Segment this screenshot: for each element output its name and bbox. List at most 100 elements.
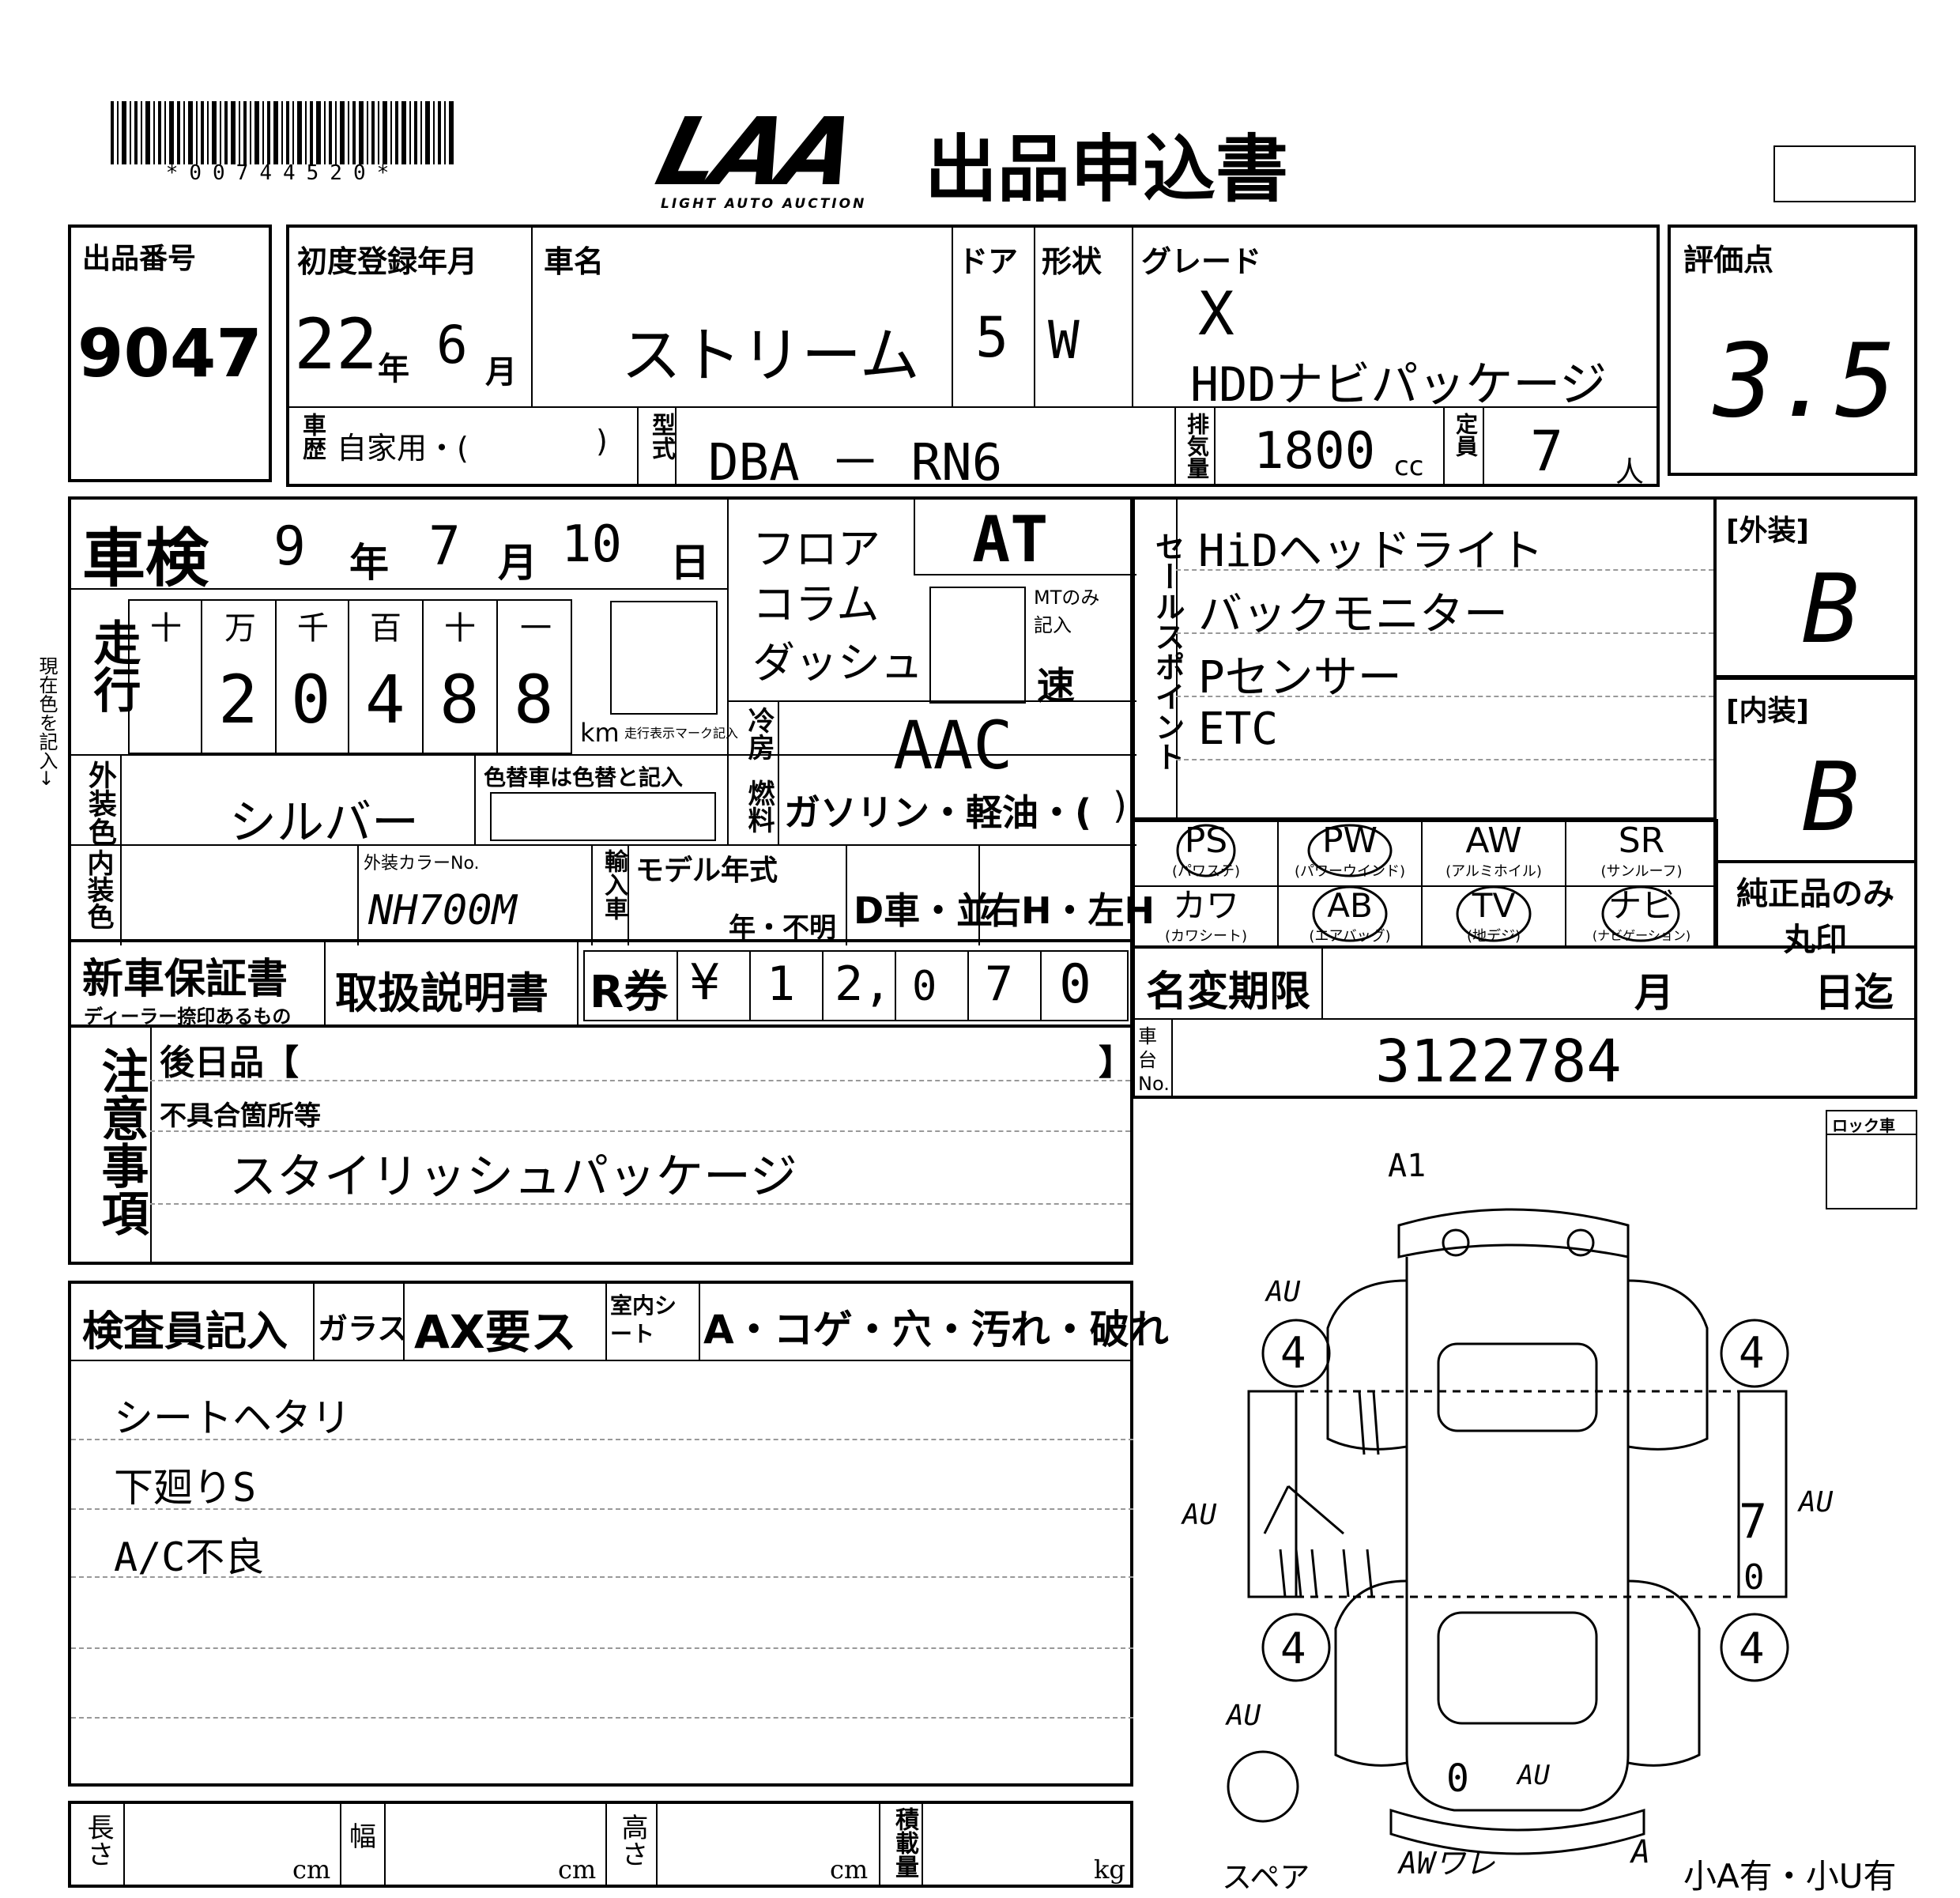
ext-grade-value: B bbox=[1802, 555, 1860, 665]
mileage-unit-0: 十 bbox=[150, 610, 182, 647]
diagram-mark-wr: AWワレ bbox=[1399, 1846, 1495, 1881]
history-value: 自家用・( bbox=[337, 431, 469, 466]
interior-seat-label: 室内シート bbox=[610, 1292, 677, 1347]
equipment-circle-marks bbox=[1176, 824, 1680, 942]
current-color-note: 現在色を記入→ bbox=[36, 656, 58, 787]
name-change-box: 名変期限 月 日迄 車台No. 3122784 bbox=[1132, 945, 1917, 1099]
equip-ps[interactable]: PS (パワステ) bbox=[1171, 821, 1241, 881]
car-name-value: ストリーム bbox=[621, 320, 920, 391]
inspection-year-unit: 年 bbox=[349, 540, 389, 586]
dim-load-label: 積載量 bbox=[891, 1807, 918, 1878]
docs-box: 新車保証書 ディーラー捺印あるもの 取扱説明書 R券 ¥ 1 2, 0 7 0 bbox=[68, 939, 1133, 1028]
inspection-day: 10 bbox=[561, 515, 623, 574]
sales-point-1: HiDヘッドライト bbox=[1198, 526, 1544, 577]
name-change-label: 名変期限 bbox=[1146, 968, 1311, 1016]
notes-label: 注意事項 bbox=[93, 1047, 149, 1236]
mileage-label: 走行 bbox=[85, 618, 141, 713]
warranty-sub: ディーラー捺印あるもの bbox=[84, 1006, 292, 1028]
diagram-mark-au-right: AU bbox=[1799, 1486, 1834, 1519]
mileage-digit-1: 2 bbox=[218, 661, 258, 738]
lock-box: ロック車 bbox=[1826, 1110, 1917, 1209]
diagram-mark-au-fl: AU bbox=[1266, 1276, 1301, 1308]
mileage-digit-2: 0 bbox=[291, 661, 331, 738]
shape-value: W bbox=[1048, 310, 1080, 371]
displacement-value: 1800 bbox=[1253, 422, 1376, 481]
equip-leather[interactable]: カワ (カワシート) bbox=[1164, 886, 1248, 945]
recycle-label: R券 bbox=[590, 967, 669, 1018]
capacity-label: 定員 bbox=[1453, 413, 1479, 457]
fuel-value: ガソリン・軽油・( bbox=[784, 791, 1092, 834]
shift-type: AT bbox=[972, 503, 1049, 576]
genuine-line2: 丸印 bbox=[1784, 922, 1847, 958]
inspector-box: 検査員記入 ガラス AX要ス 室内シート A・コゲ・穴・汚れ・破れ シートヘタリ… bbox=[68, 1281, 1169, 1787]
inspector-label: 検査員記入 bbox=[82, 1308, 288, 1356]
recycle-grid bbox=[583, 950, 1129, 1021]
lot-number-box: 出品番号 9047 bbox=[68, 225, 272, 482]
diagram-mark-wheel-rr: 4 bbox=[1739, 1624, 1765, 1673]
history-close: ) bbox=[596, 424, 608, 458]
later-items-label: 後日品【 bbox=[160, 1043, 299, 1083]
first-reg-month-unit: 月 bbox=[485, 354, 517, 391]
spare-label: スペア bbox=[1222, 1860, 1310, 1895]
first-reg-label: 初度登録年月 bbox=[297, 244, 478, 279]
equip-tv[interactable]: TV (地デジ) bbox=[1466, 886, 1521, 945]
history-label: 車歴 bbox=[298, 413, 326, 460]
sales-point-box: セールスポイント HiDヘッドライト バックモニター Pセンサー ETC bbox=[1132, 496, 1717, 821]
mileage-digit-5: 8 bbox=[514, 661, 554, 738]
diagram-mark-7: 7 bbox=[1739, 1494, 1768, 1549]
inspection-day-unit: 日 bbox=[670, 540, 710, 586]
score-label: 評価点 bbox=[1683, 243, 1774, 277]
equip-sr[interactable]: SR (サンルーフ) bbox=[1600, 821, 1683, 881]
name-change-day: 日迄 bbox=[1815, 970, 1894, 1016]
notes-box: 注意事項 後日品【 】 不具合箇所等 スタイリッシュパッケージ bbox=[68, 1024, 1133, 1265]
displacement-label: 排気量 bbox=[1184, 413, 1210, 479]
mt-box bbox=[929, 587, 1026, 704]
sales-point-3: Pセンサー bbox=[1198, 652, 1402, 704]
form-title: 出品申込書 bbox=[925, 127, 1289, 212]
sales-point-2: バックモニター bbox=[1198, 589, 1508, 640]
color-no-label: 外装カラーNo. bbox=[364, 854, 480, 874]
mileage-unit-5: 一 bbox=[520, 610, 552, 647]
diagram-mark-wheel-fr: 4 bbox=[1739, 1328, 1765, 1378]
diagram-mark-wheel-fl: 4 bbox=[1280, 1328, 1306, 1378]
mileage-digit-3: 4 bbox=[365, 661, 405, 738]
capacity-unit: 人 bbox=[1615, 456, 1645, 489]
mt-note: MTのみ記入 bbox=[1034, 587, 1100, 636]
warranty-label: 新車保証書 bbox=[82, 956, 288, 1003]
diagram-mark-au-rear-left: AU bbox=[1227, 1700, 1261, 1732]
equip-ab[interactable]: AB (エアバッグ) bbox=[1309, 886, 1391, 945]
recycle-digit-4: 0 bbox=[1059, 953, 1091, 1016]
defect-label: 不具合箇所等 bbox=[160, 1100, 321, 1132]
dim-length-unit: cm bbox=[292, 1855, 331, 1885]
mileage-units: 十 万 千 百 十 一 2 0 4 8 8 bbox=[128, 599, 572, 754]
sales-point-4: ETC bbox=[1198, 704, 1279, 755]
recycle-digit-3: 7 bbox=[985, 957, 1014, 1012]
mileage-unit-1: 万 bbox=[224, 610, 256, 647]
interior-seat-value: A・コゲ・穴・汚れ・破れ bbox=[703, 1307, 1169, 1353]
equip-aw[interactable]: AW (アルミホイル) bbox=[1446, 821, 1542, 881]
recycle-digit-2: 0 bbox=[912, 963, 937, 1010]
diagram-mark-wheel-rl: 4 bbox=[1280, 1624, 1306, 1673]
inspector-line-3: A/C不良 bbox=[114, 1534, 265, 1580]
model-year-suffix: 年・不明 bbox=[729, 912, 836, 944]
shift-floor: フロア bbox=[752, 524, 880, 574]
handle-option: 右H・左H bbox=[985, 889, 1155, 932]
model-value: DBA － RN6 bbox=[708, 434, 1003, 492]
grade-label: グレード bbox=[1141, 244, 1262, 279]
logo-text: LAA bbox=[646, 97, 865, 206]
car-name-label: 車名 bbox=[544, 244, 605, 279]
registration-box: 初度登録年月 22 年 6 月 車名 ストリーム ドア 5 形状 W グレード … bbox=[286, 225, 1660, 492]
fuel-close: ) bbox=[1113, 784, 1127, 827]
recycle-yen: ¥ bbox=[689, 953, 721, 1011]
dim-height-unit: cm bbox=[830, 1855, 869, 1885]
mileage-unit-2: 千 bbox=[297, 610, 329, 647]
shift-column: コラム bbox=[752, 579, 880, 629]
diagram-mark-front: A1 bbox=[1388, 1148, 1427, 1184]
score-box: 評価点 3.5 bbox=[1668, 225, 1917, 476]
mileage-digit-4: 8 bbox=[439, 661, 480, 738]
diagram-mark-0-right: 0 bbox=[1743, 1557, 1765, 1598]
dealer-option: D車・並 bbox=[854, 889, 993, 932]
shift-dash: ダッシュ bbox=[752, 638, 923, 688]
ext-color-label: 外装色 bbox=[84, 760, 116, 846]
recycle-digit-1: 2, bbox=[835, 957, 892, 1012]
